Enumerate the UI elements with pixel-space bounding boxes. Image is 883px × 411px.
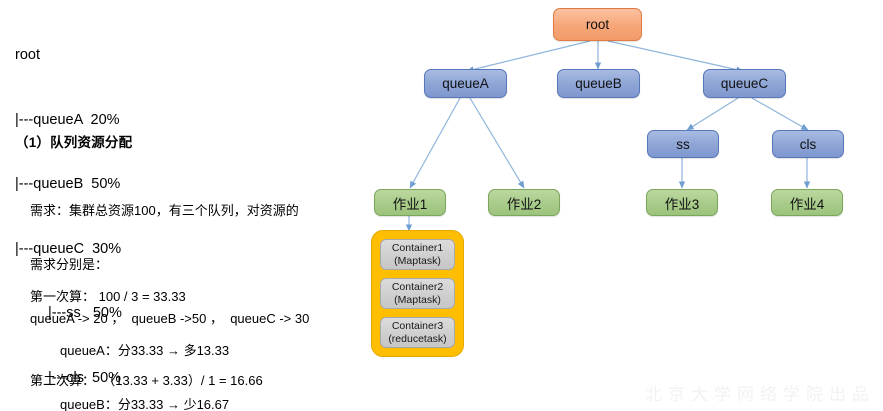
node-queuec[interactable]: queueC	[703, 69, 786, 98]
container-task: (Maptask)	[394, 254, 441, 267]
left-text-column: root |---queueA 20% |---queueB 50% |---q…	[0, 0, 360, 411]
node-job-4[interactable]: 作业4	[771, 189, 843, 216]
requirement-line: 需求：集群总资源100，有三个队列，对资源的	[30, 203, 299, 218]
container-name: Container2	[391, 281, 444, 293]
queue-tree-line: |---queueA 20%	[15, 111, 120, 128]
requirement-line: queueA -> 20 ， queueB ->50 ， queueC -> 3…	[30, 311, 310, 326]
queue-hierarchy-diagram: root queueA queueB queueC ss cls 作业1 作业2…	[360, 0, 883, 411]
container-box-3[interactable]: Container3 (reducetask)	[380, 317, 455, 348]
container-box-2[interactable]: Container2 (Maptask)	[380, 278, 455, 309]
node-job-2[interactable]: 作业2	[488, 189, 560, 216]
calc1-line: queueA：分33.33 → 多13.33	[60, 343, 230, 358]
container-task: (reducetask)	[388, 332, 447, 345]
calc1-heading: 第一次算： 100 / 3 = 33.33	[30, 289, 186, 304]
diagram-edges	[405, 40, 811, 232]
node-ss[interactable]: ss	[647, 130, 719, 158]
node-cls[interactable]: cls	[772, 130, 844, 158]
container-name: Container1	[391, 242, 444, 254]
container-name: Container3	[391, 320, 444, 332]
calc1-line: queueB：分33.33 → 少16.67	[60, 397, 230, 411]
calculation-round-2: 第二次算： （13.33 + 3.33）/ 1 = 16.66 queueA：分…	[30, 336, 263, 411]
node-queueb[interactable]: queueB	[557, 69, 640, 98]
queue-tree-line: |---queueB 50%	[15, 176, 121, 192]
node-root[interactable]: root	[553, 8, 642, 41]
queue-tree-line: |---queueC 30%	[15, 240, 122, 257]
container-box-1[interactable]: Container1 (Maptask)	[380, 239, 455, 270]
node-queuea[interactable]: queueA	[424, 69, 507, 98]
watermark-text: 北京大学网络学院出品	[645, 385, 875, 405]
calculation-round-1: 第一次算： 100 / 3 = 33.33 queueA：分33.33 → 多1…	[30, 252, 229, 411]
queue-tree-listing: root |---queueA 20% |---queueB 50% |---q…	[15, 2, 122, 411]
requirement-paragraph: 需求：集群总资源100，有三个队列，对资源的 需求分别是： queueA -> …	[30, 166, 309, 364]
queue-tree-line: root	[15, 47, 40, 63]
section-title: （1）队列资源分配	[15, 135, 133, 150]
container-task: (Maptask)	[394, 293, 441, 306]
requirement-line: 需求分别是：	[30, 257, 109, 272]
queue-tree-line: |---cls 50%	[48, 369, 122, 386]
calc2-heading: 第二次算： （13.33 + 3.33）/ 1 = 16.66	[30, 373, 263, 388]
node-job-3[interactable]: 作业3	[646, 189, 718, 216]
container-group: Container1 (Maptask) Container2 (Maptask…	[371, 230, 464, 357]
queue-tree-line: |---ss 50%	[48, 305, 122, 321]
node-job-1[interactable]: 作业1	[374, 189, 446, 216]
